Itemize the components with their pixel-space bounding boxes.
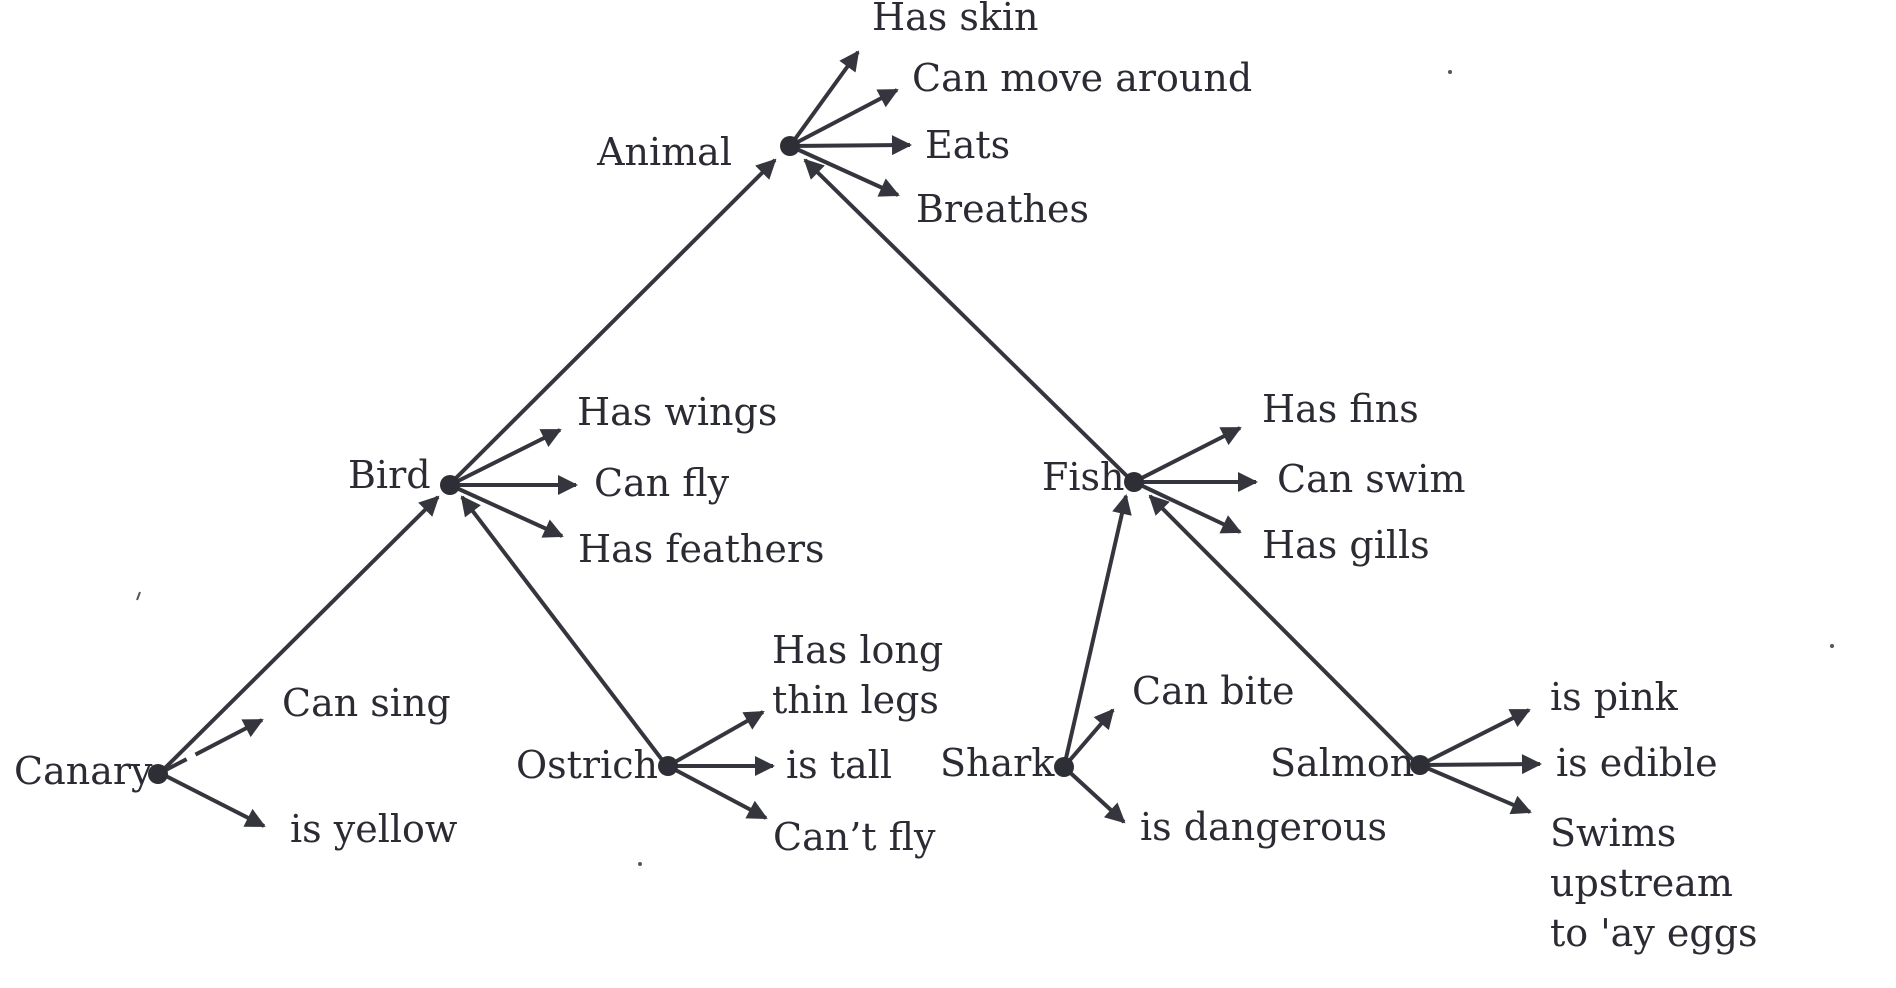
- prop-ostrich-long-legs: Has long thin legs: [772, 628, 955, 722]
- edge-ostrich-bird: [460, 495, 668, 767]
- prop-salmon-swims: Swims upstream to 'ay eggs: [1550, 811, 1758, 955]
- node-label-ostrich: Ostrich: [516, 743, 658, 787]
- edge-bird-animal: [448, 158, 777, 486]
- prop-ostrich-long-legs-line1: Has long: [772, 628, 943, 672]
- prop-canary-is-yellow: is yellow: [290, 807, 458, 851]
- node-dot-fish: [1124, 472, 1144, 492]
- edge-fish-has-fins: [1133, 426, 1242, 484]
- node-dot-shark: [1054, 757, 1074, 777]
- edge-animal-breathes: [789, 144, 900, 197]
- node-dot-canary: [148, 764, 168, 784]
- speck: [1830, 644, 1834, 648]
- prop-shark-dangerous: is dangerous: [1140, 805, 1387, 849]
- edge-salmon-swims: [1419, 763, 1532, 815]
- node-label-canary: Canary: [14, 749, 153, 793]
- edge-shark-dangerous: [1062, 765, 1126, 824]
- node-dot-ostrich: [658, 756, 678, 776]
- node-dot-bird: [440, 475, 460, 495]
- prop-fish-can-swim: Can swim: [1277, 457, 1466, 501]
- prop-animal-can-move: Can move around: [912, 56, 1252, 100]
- edge-bird-has-wings: [449, 428, 562, 487]
- edge-bird-has-feathers: [449, 483, 564, 538]
- edge-fish-animal: [803, 158, 1135, 484]
- prop-salmon-is-edible: is edible: [1556, 741, 1718, 785]
- prop-ostrich-cant-fly: Can’t fly: [773, 815, 936, 859]
- prop-shark-can-bite: Can bite: [1132, 669, 1295, 713]
- hierarchy-edges: [158, 158, 1420, 775]
- edge-canary-is-yellow: [159, 771, 266, 828]
- prop-salmon-swims-line1: Swims: [1550, 811, 1676, 855]
- node-label-fish: Fish: [1042, 455, 1125, 499]
- node-dot-animal: [780, 136, 800, 156]
- edge-animal-eats: [789, 135, 912, 156]
- prop-bird-has-feathers: Has feathers: [578, 527, 824, 571]
- prop-animal-breathes: Breathes: [916, 187, 1089, 231]
- speck: [1448, 70, 1452, 74]
- prop-salmon-is-pink: is pink: [1550, 675, 1679, 719]
- prop-fish-has-gills: Has gills: [1262, 523, 1430, 567]
- edge-salmon-is-pink: [1419, 708, 1531, 767]
- edge-animal-can-move: [789, 88, 899, 148]
- node-dots: [148, 136, 1430, 784]
- prop-animal-eats: Eats: [925, 123, 1010, 167]
- speck: [136, 591, 141, 601]
- edge-salmon-fish: [1148, 494, 1420, 767]
- edge-salmon-is-edible: [1419, 754, 1542, 775]
- property-labels: Has skin Can move around Eats Breathes H…: [282, 0, 1758, 955]
- node-label-bird: Bird: [348, 453, 431, 497]
- node-dot-salmon: [1410, 755, 1430, 775]
- prop-animal-has-skin: Has skin: [872, 0, 1039, 39]
- prop-canary-can-sing: Can sing: [282, 681, 451, 725]
- edge-shark-fish: [1062, 494, 1132, 768]
- node-labels: Animal Bird Fish Canary Ostrich Shark Sa…: [14, 130, 1414, 793]
- prop-fish-has-fins: Has fins: [1262, 387, 1419, 431]
- edge-fish-has-gills: [1133, 480, 1242, 534]
- edge-canary-can-sing: [159, 718, 264, 775]
- prop-salmon-swims-line2: upstream: [1550, 861, 1733, 905]
- edge-animal-has-skin: [788, 50, 860, 148]
- node-label-shark: Shark: [940, 741, 1055, 785]
- prop-bird-has-wings: Has wings: [577, 390, 777, 434]
- prop-ostrich-long-legs-line2: thin legs: [772, 678, 939, 722]
- node-label-animal: Animal: [596, 130, 732, 174]
- edge-ostrich-long-legs: [667, 710, 765, 768]
- property-edges: [159, 50, 1542, 828]
- scan-specks: [136, 70, 1834, 866]
- prop-salmon-swims-line3: to 'ay eggs: [1550, 911, 1758, 955]
- node-label-salmon: Salmon: [1270, 741, 1414, 785]
- edge-ostrich-cant-fly: [667, 764, 768, 820]
- prop-ostrich-is-tall: is tall: [786, 743, 892, 787]
- prop-bird-can-fly: Can fly: [594, 461, 730, 505]
- edge-canary-bird: [158, 495, 440, 775]
- speck: [638, 862, 642, 866]
- edge-shark-can-bite: [1062, 708, 1115, 769]
